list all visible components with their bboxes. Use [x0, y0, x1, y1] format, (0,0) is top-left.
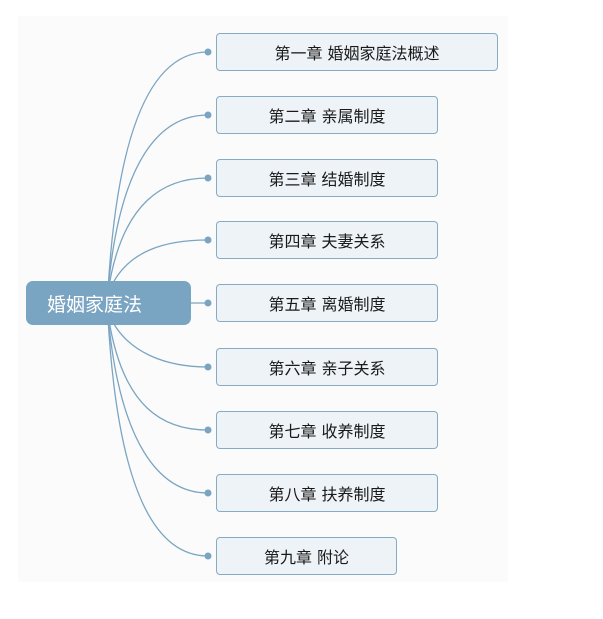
connector-2	[107, 114, 209, 291]
connector-dot-7	[204, 426, 212, 434]
topic-chapter-8[interactable]: 第八章 扶养制度	[216, 474, 438, 512]
connector-6	[107, 311, 209, 368]
connector-dot-6	[204, 363, 212, 371]
connector-4	[107, 239, 209, 295]
connector-8	[107, 315, 209, 494]
connector-dot-5	[204, 299, 212, 307]
topic-chapter-9[interactable]: 第九章 附论	[216, 537, 397, 575]
topic-chapter-1[interactable]: 第一章 婚姻家庭法概述	[216, 33, 498, 71]
topic-chapter-3[interactable]: 第三章 结婚制度	[216, 159, 438, 197]
topic-chapter-4[interactable]: 第四章 夫妻关系	[216, 221, 438, 259]
topic-chapter-7[interactable]: 第七章 收养制度	[216, 411, 438, 449]
topic-chapter-2[interactable]: 第二章 亲属制度	[216, 96, 438, 134]
connector-9	[107, 317, 209, 557]
connector-dot-4	[204, 236, 212, 244]
connector-7	[107, 313, 209, 431]
connector-dot-9	[204, 552, 212, 560]
connector-1	[107, 51, 209, 291]
root-topic[interactable]: 婚姻家庭法	[26, 281, 191, 325]
connector-3	[107, 177, 209, 293]
topic-chapter-6[interactable]: 第六章 亲子关系	[216, 348, 438, 386]
connector-dot-1	[204, 48, 212, 56]
connector-dot-2	[204, 111, 212, 119]
topic-chapter-5[interactable]: 第五章 离婚制度	[216, 284, 438, 322]
connector-dot-3	[204, 174, 212, 182]
connector-dot-8	[204, 489, 212, 497]
